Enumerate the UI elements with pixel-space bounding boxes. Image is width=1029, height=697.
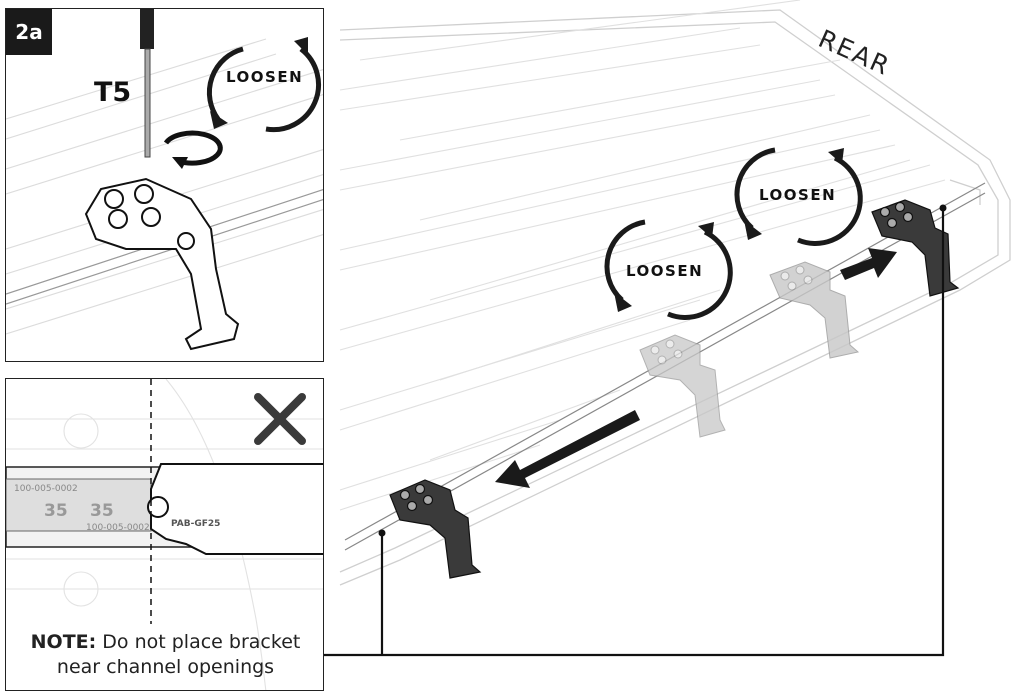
note-text: NOTE: Do not place bracket near channel … — [6, 630, 323, 680]
part-label: PAB-GF25 — [171, 519, 220, 529]
note-label: NOTE: — [30, 631, 97, 653]
screwdriver-icon — [140, 9, 154, 158]
roof-rack-frame — [339, 9, 1011, 586]
step-detail-panel: 2a T5 LOOSEN — [5, 8, 324, 362]
part-label: 35 — [90, 501, 114, 521]
rack-slats — [339, 0, 946, 511]
move-arrow-icon — [495, 248, 897, 488]
tool-label: T5 — [94, 77, 132, 108]
leader-dot — [378, 529, 386, 537]
bracket-closeup — [84, 177, 240, 351]
cross-icon — [254, 393, 306, 445]
bracket-ghost-2 — [769, 261, 860, 359]
rotate-arrow-icon — [206, 46, 321, 133]
note-line2: near channel openings — [56, 656, 275, 678]
leader-dot — [939, 204, 947, 212]
bracket-front — [389, 479, 482, 579]
loosen-label-rear: LOOSEN — [759, 186, 837, 204]
loosen-label-detail: LOOSEN — [226, 68, 304, 86]
note-illustration: 100-005-0002 35 35 100-005-0002 PAB-GF25 — [6, 379, 323, 690]
bracket-ghost-1 — [639, 334, 726, 438]
part-label: 35 — [44, 501, 68, 521]
part-label: 100-005-0002 — [14, 484, 78, 494]
rotate-arrow-icon — [163, 130, 223, 166]
rotate-arrow-icon — [604, 147, 863, 320]
loosen-label-middle: LOOSEN — [626, 262, 704, 280]
leader-line — [324, 208, 945, 657]
bracket-base — [147, 463, 323, 555]
bracket-rear — [871, 199, 960, 297]
note-panel: 100-005-0002 35 35 100-005-0002 PAB-GF25… — [5, 378, 324, 691]
step-badge: 2a — [6, 9, 52, 55]
part-label: 100-005-0002 — [86, 523, 150, 533]
step-detail-illustration — [6, 9, 323, 351]
rotate-arrow-heads — [614, 148, 844, 312]
note-line1: Do not place bracket — [102, 631, 301, 653]
